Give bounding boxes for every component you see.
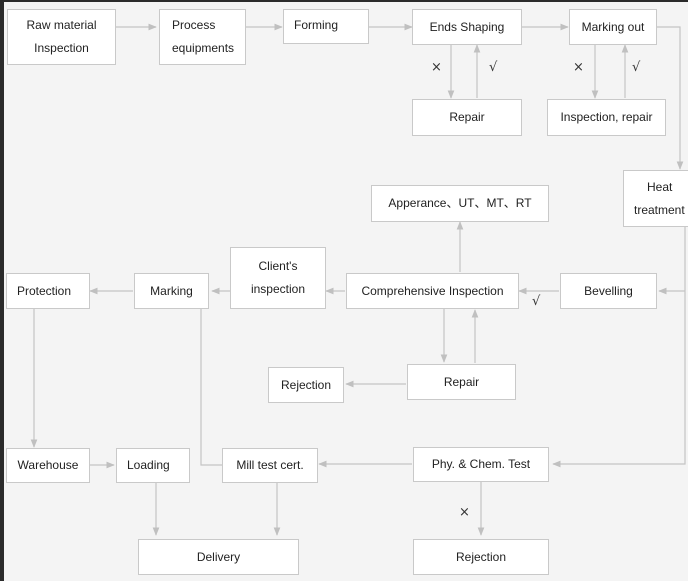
pass-mark: √ <box>632 60 641 75</box>
node-label-line1: Process <box>172 18 216 32</box>
edge-marking-out-to-heat <box>656 26 684 170</box>
node-apperance-ut-mt-rt: Apperance、UT、MT、RT <box>371 185 549 222</box>
node-loading: Loading <box>116 448 190 483</box>
node-label-line1: Client's <box>258 259 298 273</box>
edge-marking-to-mill-cert <box>200 308 222 466</box>
node-mill-test-cert: Mill test cert. <box>222 448 318 483</box>
node-label-line2: treatment <box>634 202 685 217</box>
node-repair-mid: Repair <box>407 364 516 400</box>
fail-mark: × <box>431 60 442 75</box>
node-delivery: Delivery <box>138 539 299 575</box>
pass-mark: √ <box>532 294 541 309</box>
node-label-line2: inspection <box>250 282 306 296</box>
flowchart-canvas: Raw material Inspection Process equipmen… <box>4 2 688 581</box>
node-marking-out: Marking out <box>569 9 657 45</box>
node-label-line2: equipments <box>172 41 235 55</box>
node-forming: Forming <box>283 9 369 44</box>
node-label-line2: Inspection <box>34 41 89 55</box>
node-rejection-bottom: Rejection <box>413 539 549 575</box>
node-protection: Protection <box>6 273 90 309</box>
node-marking: Marking <box>134 273 209 309</box>
node-comprehensive-inspection: Comprehensive Inspection <box>346 273 519 309</box>
node-bevelling: Bevelling <box>560 273 657 309</box>
node-heat-treatment: Heat treatment <box>623 170 688 227</box>
node-label-line1: Heat <box>647 179 673 194</box>
node-inspection-repair: Inspection, repair <box>547 99 666 136</box>
node-warehouse: Warehouse <box>6 448 90 483</box>
node-repair-top: Repair <box>412 99 522 136</box>
node-label-line1: Raw material <box>26 18 97 32</box>
fail-mark: × <box>573 60 584 75</box>
node-raw-material-inspection: Raw material Inspection <box>7 9 116 65</box>
pass-mark: √ <box>489 60 498 75</box>
node-ends-shaping: Ends Shaping <box>412 9 522 45</box>
edge-heat-to-phy-chem <box>552 227 686 468</box>
node-process-equipments: Process equipments <box>159 9 246 65</box>
node-rejection-mid: Rejection <box>268 367 344 403</box>
connector-layer <box>30 23 686 536</box>
node-clients-inspection: Client's inspection <box>230 247 326 309</box>
fail-mark: × <box>459 505 470 520</box>
node-phy-chem-test: Phy. & Chem. Test <box>413 447 549 482</box>
